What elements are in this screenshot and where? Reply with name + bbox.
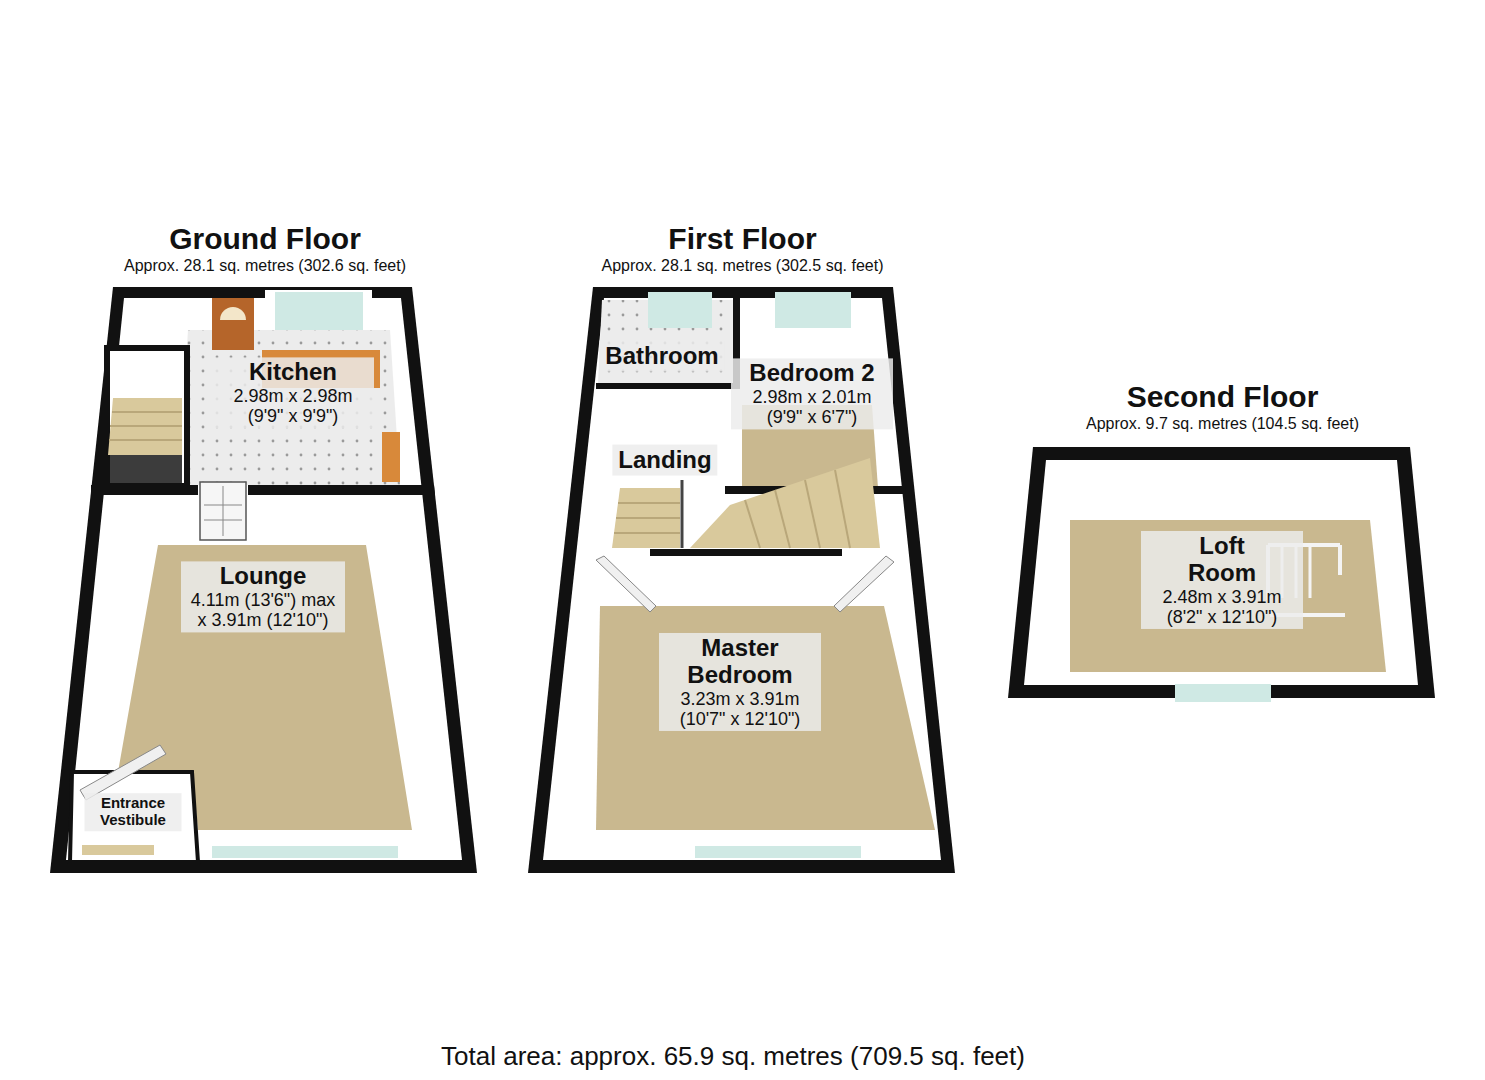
ground-floor-plan <box>212 846 398 858</box>
first-floor-plan <box>775 490 790 548</box>
ground-floor-plan <box>50 287 477 873</box>
ground-floor-plan <box>110 455 182 483</box>
room-dimensions: 2.98m x 2.01m (9'9" x 6'7") <box>737 387 887 427</box>
ground-floor-plan <box>178 330 400 485</box>
room-name: Landing <box>618 447 711 474</box>
room-name: Loft Room <box>1172 533 1272 587</box>
room-name: Entrance Vestibule <box>91 795 176 829</box>
floor-plan: Second FloorApprox. 9.7 sq. metres (104.… <box>1000 380 1445 710</box>
ground-floor-plan <box>275 292 363 332</box>
first-floor-plan <box>775 292 851 328</box>
first-floor-plan <box>596 556 656 612</box>
ground-floor-plan <box>50 287 477 873</box>
ground-floor-plan <box>382 432 400 482</box>
first-floor-plan <box>543 298 941 860</box>
floor-heading: Ground Floor <box>40 222 490 256</box>
ground-floor-plan <box>220 307 246 320</box>
ground-floor-plan <box>204 505 242 506</box>
room-label: Bedroom 22.98m x 2.01m (9'9" x 6'7") <box>731 358 893 429</box>
floor-plan: Ground FloorApprox. 28.1 sq. metres (302… <box>40 222 490 882</box>
ground-floor-plan <box>223 486 224 536</box>
ground-floor-plan <box>200 482 246 540</box>
first-floor-plan <box>834 556 894 612</box>
ground-floor-plan <box>212 298 254 350</box>
floor-heading: First Floor <box>520 222 965 256</box>
second-floor-plan <box>1309 545 1312 598</box>
room-dimensions: 3.23m x 3.91m (10'7" x 12'10") <box>665 689 815 729</box>
first-floor-plan <box>690 458 880 548</box>
first-floor-plan <box>618 502 680 504</box>
room-name: Master Bedroom <box>665 635 815 689</box>
room-label: Entrance Vestibule <box>85 793 182 831</box>
second-floor-plan <box>1024 460 1418 685</box>
room-name: Lounge <box>187 563 339 590</box>
first-floor-plan <box>650 549 842 556</box>
first-floor-plan <box>612 488 680 548</box>
ground-floor-plan <box>109 439 182 441</box>
ground-floor-plan <box>108 398 182 455</box>
first-floor-plan <box>648 292 712 328</box>
second-floor-plan <box>1338 545 1342 575</box>
room-label: Master Bedroom3.23m x 3.91m (10'7" x 12'… <box>659 633 821 731</box>
first-floor-plan <box>805 480 820 548</box>
first-floor-plan <box>695 846 861 858</box>
second-floor-plan <box>1008 447 1435 698</box>
room-dimensions: 4.11m (13'6") max x 3.91m (12'10") <box>187 590 339 630</box>
floor-area: Approx. 28.1 sq. metres (302.6 sq. feet) <box>40 256 490 276</box>
second-floor-plan <box>1175 684 1271 702</box>
floor-plan: First FloorApprox. 28.1 sq. metres (302.… <box>520 222 965 882</box>
first-floor-plan <box>835 470 850 548</box>
room-label: Bathroom <box>599 341 724 372</box>
ground-floor-plan <box>82 845 154 855</box>
ground-floor-plan <box>112 411 182 413</box>
first-floor-plan <box>596 383 740 389</box>
room-label: Landing <box>612 445 717 476</box>
floor-heading: Second Floor <box>1000 380 1445 414</box>
room-name: Kitchen <box>218 359 368 386</box>
ground-floor-plan <box>204 520 242 521</box>
second-floor-plan <box>1008 447 1435 702</box>
room-label: Kitchen2.98m x 2.98m (9'9" x 9'9") <box>212 357 374 428</box>
room-dimensions: 2.98m x 2.98m (9'9" x 9'9") <box>218 386 368 426</box>
room-label: Lounge4.11m (13'6") max x 3.91m (12'10") <box>181 561 345 632</box>
ground-floor-plan <box>66 298 462 860</box>
ground-floor-plan <box>248 485 435 495</box>
first-floor-plan <box>614 532 680 534</box>
first-floor-plan <box>528 287 955 873</box>
ground-floor-plan <box>91 485 198 495</box>
total-area-caption: Total area: approx. 65.9 sq. metres (709… <box>0 1041 1466 1072</box>
floor-area: Approx. 28.1 sq. metres (302.5 sq. feet) <box>520 256 965 276</box>
first-floor-plan <box>528 287 955 873</box>
room-name: Bathroom <box>605 343 718 370</box>
first-floor-plan <box>681 480 684 548</box>
second-floor-plan <box>1070 520 1386 672</box>
room-dimensions: 2.48m x 3.91m (8'2" x 12'10") <box>1147 587 1297 627</box>
first-floor-plan <box>596 606 935 830</box>
room-label: Loft Room2.48m x 3.91m (8'2" x 12'10") <box>1141 531 1303 629</box>
first-floor-plan <box>616 517 680 519</box>
floor-area: Approx. 9.7 sq. metres (104.5 sq. feet) <box>1000 414 1445 434</box>
ground-floor-plan <box>80 745 166 800</box>
ground-floor-plan <box>110 425 182 427</box>
ground-floor-plan <box>107 348 187 486</box>
room-name: Bedroom 2 <box>737 360 887 387</box>
first-floor-plan <box>745 500 760 548</box>
